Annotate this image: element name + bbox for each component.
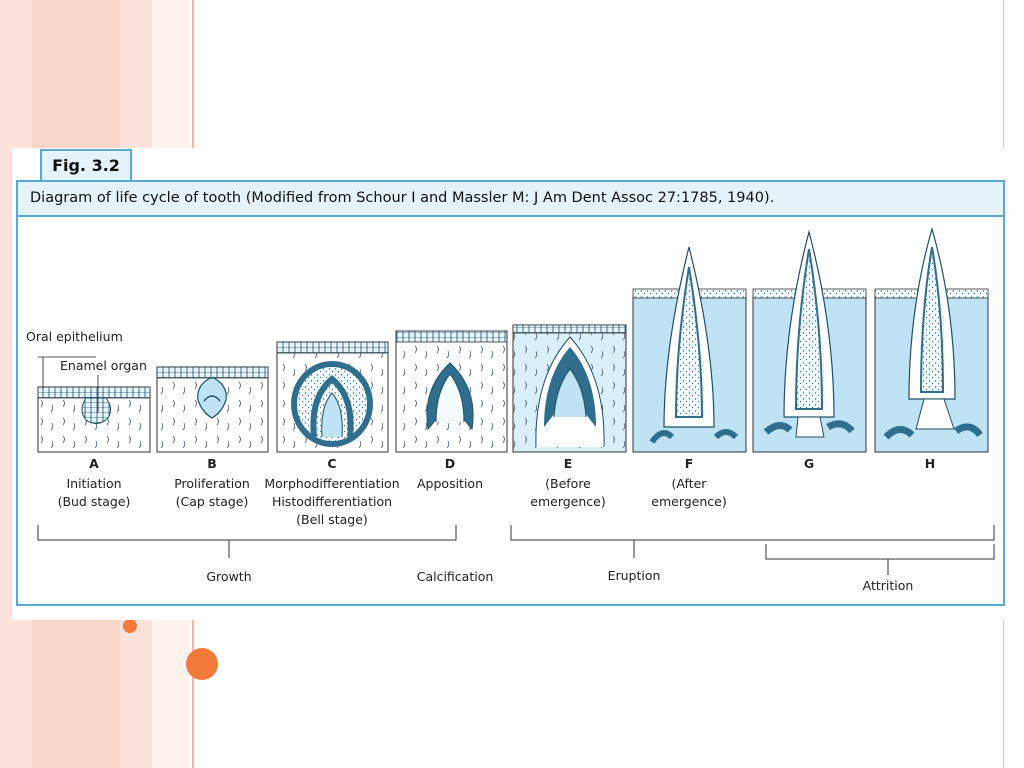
phase-attrition-label: Attrition xyxy=(863,578,914,593)
growth-bracket xyxy=(37,525,457,558)
stage-labels: A Initiation (Bud stage) B Proliferation (Cap… xyxy=(58,456,936,527)
stage-caption-f: emergence) xyxy=(651,494,726,509)
stage-d-illustration xyxy=(395,330,508,453)
stage-f-illustration xyxy=(632,246,747,453)
attrition-bracket xyxy=(765,544,995,575)
stage-letter-h: H xyxy=(925,456,935,471)
stage-caption-b: Proliferation xyxy=(174,476,250,491)
stage-caption-c: (Bell stage) xyxy=(296,512,368,527)
figure-tab: Fig. 3.2 xyxy=(40,149,132,180)
eruption-bracket xyxy=(510,525,995,558)
phase-eruption-label: Eruption xyxy=(608,568,661,583)
stage-caption-e: emergence) xyxy=(530,494,605,509)
stage-caption-d: Apposition xyxy=(417,476,483,491)
stage-letter-d: D xyxy=(445,456,455,471)
stage-caption-a: Initiation xyxy=(66,476,121,491)
label-oral-epithelium: Oral epithelium xyxy=(26,329,123,344)
bullet-dot xyxy=(186,648,218,680)
stage-e-illustration xyxy=(512,324,627,453)
stage-caption-f: (After xyxy=(672,476,708,491)
figure-caption: Diagram of life cycle of tooth (Modified… xyxy=(16,180,1005,217)
stage-b-illustration xyxy=(156,366,269,453)
stage-caption-a: (Bud stage) xyxy=(58,494,131,509)
label-enamel-organ: Enamel organ xyxy=(60,358,147,373)
stage-letter-g: G xyxy=(804,456,814,471)
stage-letter-a: A xyxy=(89,456,99,471)
stage-letter-e: E xyxy=(564,456,573,471)
tooth-life-cycle-diagram: Oral epithelium Enamel organ xyxy=(26,226,995,593)
stage-c-illustration xyxy=(276,341,389,453)
stage-h-illustration xyxy=(874,226,989,453)
phase-growth-label: Growth xyxy=(206,569,251,584)
stage-caption-e: (Before xyxy=(545,476,591,491)
stage-caption-b: (Cap stage) xyxy=(176,494,249,509)
small-bullet-dot xyxy=(123,619,137,633)
stage-caption-c: Morphodifferentiation xyxy=(264,476,399,491)
phase-calcification-label: Calcification xyxy=(417,569,494,584)
stage-letter-b: B xyxy=(207,456,217,471)
stage-a-illustration xyxy=(37,386,151,453)
stage-letter-c: C xyxy=(327,456,336,471)
stage-letter-f: F xyxy=(685,456,694,471)
stage-g-illustration xyxy=(752,229,867,453)
stage-caption-c: Histodifferentiation xyxy=(272,494,392,509)
